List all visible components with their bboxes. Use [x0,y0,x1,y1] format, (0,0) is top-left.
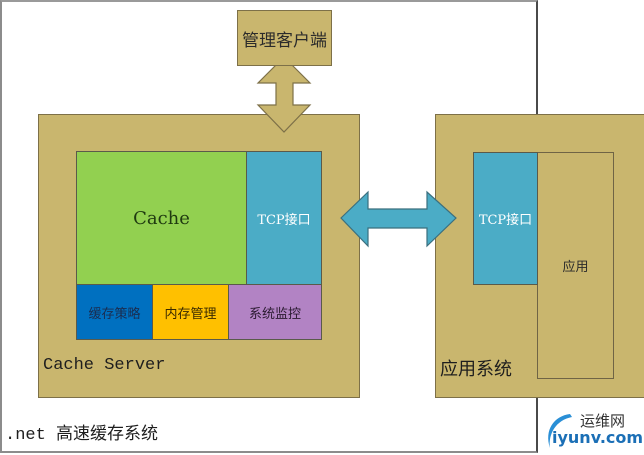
cache-server-label: Cache Server [43,356,166,375]
cache-module: Cache [76,151,247,285]
app-tcp-label: TCP接口 [478,213,533,228]
application-system-label: 应用系统 [440,359,512,380]
cache-policy-label: 缓存策略 [88,306,141,322]
cache-label: Cache [133,207,190,229]
application-module: 应用 [537,152,614,379]
horizontal-double-arrow [340,190,457,248]
system-monitor-module: 系统监控 [228,284,322,340]
server-tcp-interface: TCP接口 [246,151,322,285]
server-tcp-label: TCP接口 [257,212,311,228]
watermark-en: iyunv.com [552,428,644,447]
app-tcp-interface: TCP接口 [473,152,538,285]
watermark-cn: 运维网 [580,412,626,430]
management-client-label: 管理客户端 [242,30,327,51]
memory-management-module: 内存管理 [152,284,229,340]
system-monitor-label: 系统监控 [248,306,301,322]
watermark-swoosh-icon [548,414,572,448]
management-client-box: 管理客户端 [237,10,332,66]
diagram-caption: .net 高速缓存系统 [5,426,159,445]
vertical-double-arrow [256,56,312,133]
cache-policy-module: 缓存策略 [76,284,153,340]
memory-management-label: 内存管理 [164,306,217,322]
application-label: 应用 [562,260,589,275]
